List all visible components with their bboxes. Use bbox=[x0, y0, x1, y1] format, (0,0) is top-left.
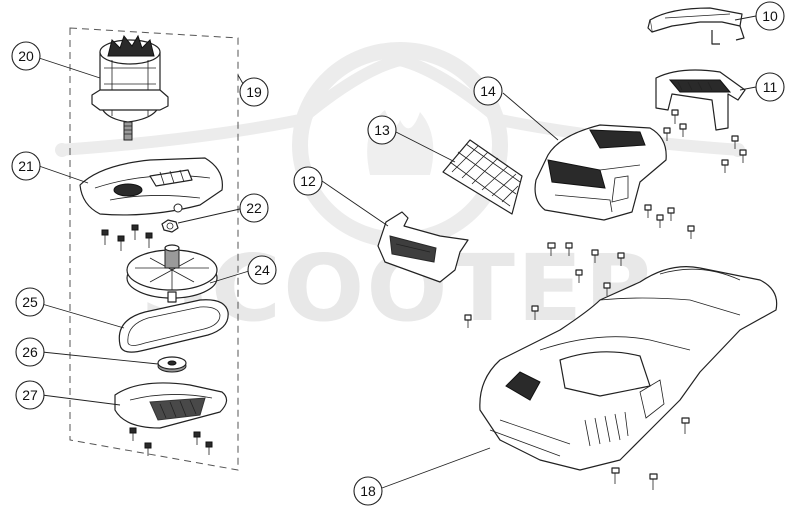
screws-group-d bbox=[464, 204, 695, 328]
screws-group-a bbox=[101, 224, 153, 251]
callout-14: 14 bbox=[473, 76, 503, 106]
upper-cover-icon bbox=[534, 124, 667, 221]
callout-19: 19 bbox=[239, 77, 269, 107]
screws-group-c bbox=[663, 109, 747, 173]
leader-lines bbox=[38, 15, 757, 489]
belt-cover-plate-icon bbox=[114, 382, 228, 429]
callout-12: 12 bbox=[293, 166, 323, 196]
callout-12-label: 12 bbox=[300, 173, 316, 189]
callout-22-label: 22 bbox=[246, 200, 262, 216]
callout-20-label: 20 bbox=[18, 48, 34, 64]
callout-13: 13 bbox=[367, 115, 397, 145]
callout-26-label: 26 bbox=[22, 344, 38, 360]
front-bumper-grille-icon bbox=[377, 211, 469, 283]
callout-27-label: 27 bbox=[22, 387, 38, 403]
callout-22: 22 bbox=[239, 193, 269, 223]
callout-27: 27 bbox=[15, 380, 45, 410]
mesh-filter-icon bbox=[442, 139, 523, 215]
callout-11: 11 bbox=[755, 72, 785, 102]
pulley-wheel-icon bbox=[126, 244, 218, 303]
top-handle-bar-icon bbox=[647, 7, 745, 45]
main-housing-shell-icon bbox=[479, 266, 778, 471]
callout-10-label: 10 bbox=[762, 8, 778, 24]
callout-21: 21 bbox=[11, 151, 41, 181]
handle-bracket-icon bbox=[655, 69, 746, 131]
electric-motor-icon bbox=[91, 34, 169, 141]
callout-21-label: 21 bbox=[18, 158, 34, 174]
callout-18-label: 18 bbox=[360, 483, 376, 499]
callout-18: 18 bbox=[353, 476, 383, 506]
screws-group-e bbox=[611, 417, 690, 490]
motor-mount-plate-icon bbox=[79, 157, 223, 216]
drive-belt-icon bbox=[118, 299, 229, 353]
drive-assembly-group-outline bbox=[69, 27, 239, 471]
callout-24: 24 bbox=[247, 255, 277, 285]
callout-19-label: 19 bbox=[246, 84, 262, 100]
callout-13-label: 13 bbox=[374, 122, 390, 138]
callout-25: 25 bbox=[15, 287, 45, 317]
callout-26: 26 bbox=[15, 337, 45, 367]
callout-11-label: 11 bbox=[763, 79, 778, 95]
callout-25-label: 25 bbox=[22, 294, 38, 310]
washer-icon bbox=[157, 356, 187, 373]
callout-24-label: 24 bbox=[254, 262, 270, 278]
callout-14-label: 14 bbox=[480, 83, 496, 99]
callout-10: 10 bbox=[755, 1, 785, 31]
nut-icon bbox=[161, 219, 179, 233]
callout-20: 20 bbox=[11, 41, 41, 71]
screws-group-b bbox=[129, 427, 213, 456]
